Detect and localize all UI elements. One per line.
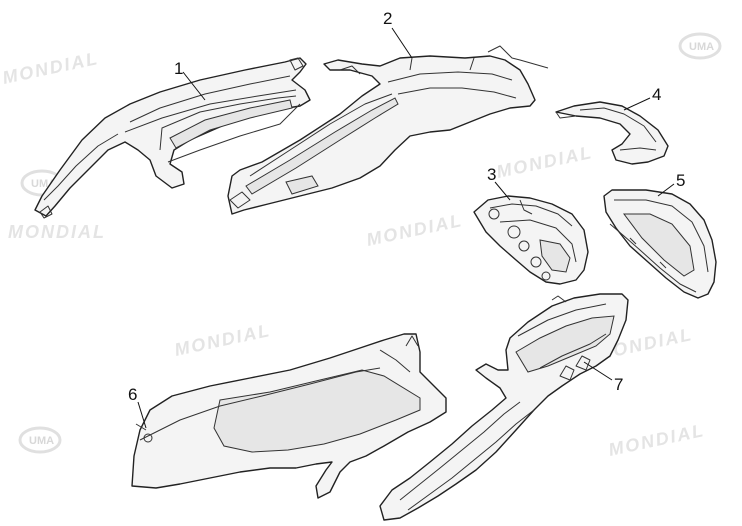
leader-line-2: [391, 27, 413, 59]
watermark-text: MONDIAL: [1, 48, 101, 88]
callout-1: 1: [174, 59, 183, 78]
callout-3: 3: [487, 165, 496, 184]
leader-line-4: [623, 97, 651, 111]
leader-line-3: [494, 181, 511, 201]
leader-line-1: [182, 71, 206, 101]
callout-4: 4: [652, 85, 661, 104]
callout-7: 7: [614, 375, 623, 394]
leader-line-5: [657, 183, 675, 197]
leader-line-7: [583, 361, 613, 381]
watermark-logo-text: UMA: [29, 435, 54, 447]
watermark-logo: UMA: [18, 426, 62, 454]
callout-5: 5: [676, 171, 685, 190]
leader-lines: [137, 27, 675, 429]
watermark-text: MONDIAL: [607, 420, 707, 460]
callout-labels: 1 2 3 4 5 6 7: [128, 9, 685, 404]
part-5-side-cover: [603, 189, 717, 299]
watermark-logo-text: UMA: [689, 41, 714, 53]
watermark-text: MONDIAL: [365, 210, 465, 250]
part-4-bracket: [555, 101, 669, 165]
leader-line-6: [137, 401, 147, 429]
part-2-center-cover: [227, 45, 549, 215]
watermark-text: MONDIAL: [495, 142, 595, 182]
callout-6: 6: [128, 385, 137, 404]
part-6-lower-side-panel: [131, 333, 447, 499]
watermark-text: MONDIAL: [173, 320, 273, 360]
watermark-text: MONDIAL: [8, 222, 106, 242]
watermark-logo: UMA: [678, 32, 722, 60]
part-3-light-assembly: [473, 195, 589, 285]
part-7-lower-long-panel: [379, 293, 629, 521]
callout-2: 2: [383, 9, 392, 28]
part-1-side-frame: [34, 57, 311, 219]
